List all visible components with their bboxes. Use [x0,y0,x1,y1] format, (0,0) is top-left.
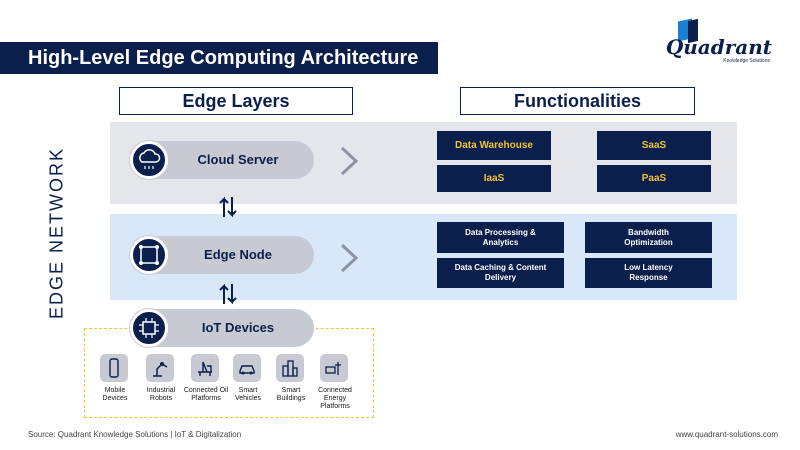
edge-node-label: Edge Node [204,247,272,262]
func-data-warehouse: Data Warehouse [437,131,551,160]
iot-devices-label: IoT Devices [201,320,275,335]
device-buildings-label: Smart Buildings [276,387,306,402]
oil-platform-icon [191,354,219,382]
func-bandwidth-optimization: Bandwidth Optimization [585,222,712,253]
edge-node-icon [130,236,168,274]
bidirectional-arrow-icon [219,283,237,305]
bidirectional-arrow-icon [219,196,237,218]
chevron-right-icon [340,146,359,176]
func-paas: PaaS [597,165,711,192]
cloud-server-icon [130,141,168,179]
iot-chip-icon [130,309,168,347]
device-robots-label: Industrial Robots [146,387,176,402]
source-note: Source: Quadrant Knowledge Solutions | I… [28,430,242,439]
cloud-server-label: Cloud Server [197,152,279,167]
func-iaas: IaaS [437,165,551,192]
car-icon [233,354,261,382]
func-data-processing: Data Processing & Analytics [437,222,564,253]
mobile-icon [100,354,128,382]
device-mobile [100,354,130,382]
robot-arm-icon [146,354,174,382]
chevron-right-icon [340,243,359,273]
device-buildings [276,354,306,382]
edge-network-label: EDGE NETWORK [46,146,67,319]
device-vehicles [233,354,263,382]
quadrant-logo: Quadrant Knowledge Solutions [660,18,772,68]
page-title: High-Level Edge Computing Architecture [0,42,438,74]
edge-layers-header: Edge Layers [119,87,353,115]
device-energy [320,354,350,382]
energy-icon [320,354,348,382]
device-oil [191,354,221,382]
buildings-icon [276,354,304,382]
device-robots [146,354,176,382]
device-mobile-label: Mobile Devices [102,387,128,402]
device-energy-label: Connected Energy Platforms [318,387,352,410]
device-oil-label: Connected Oil Platforms [183,387,229,402]
logo-name: Quadrant [665,35,772,59]
func-saas: SaaS [597,131,711,160]
logo-tagline: Knowledge Solutions [723,58,770,64]
func-data-caching: Data Caching & Content Delivery [437,258,564,288]
func-low-latency: Low Latency Response [585,258,712,288]
website-url[interactable]: www.quadrant-solutions.com [675,430,778,439]
device-vehicles-label: Smart Vehicles [234,387,262,402]
functionalities-header: Functionalities [460,87,695,115]
